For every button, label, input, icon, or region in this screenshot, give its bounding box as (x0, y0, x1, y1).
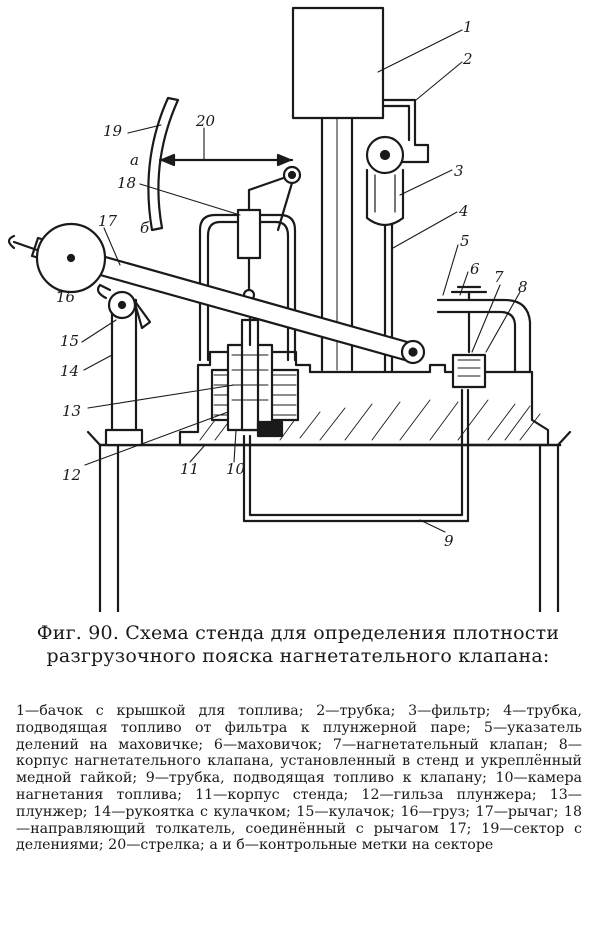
label-7: 7 (494, 268, 504, 286)
label-18: 18 (117, 174, 136, 192)
label-mark-a: а (130, 151, 139, 169)
label-20: 20 (195, 112, 216, 130)
graduated-sector (147, 96, 180, 232)
guide-pusher (236, 188, 262, 302)
label-mark-b: б (140, 219, 150, 237)
handle-with-cam (96, 283, 152, 447)
filter (365, 135, 405, 227)
tube-9 (248, 388, 464, 517)
label-14: 14 (60, 362, 79, 380)
label-11: 11 (180, 460, 199, 478)
pressure-chamber (256, 420, 284, 438)
label-8: 8 (518, 278, 528, 296)
pointer-linkage (247, 165, 302, 232)
label-19: 19 (103, 122, 123, 140)
label-13: 13 (62, 402, 81, 420)
figure-legend: 1—бачок с крышкой для топлива; 2—трубка;… (16, 703, 582, 854)
callout-labels: 1 2 3 4 5 6 7 8 9 10 11 12 13 14 15 16 1… (56, 18, 528, 550)
label-17: 17 (98, 212, 118, 230)
label-15: 15 (60, 332, 79, 350)
label-1: 1 (463, 18, 473, 36)
weight (7, 222, 107, 294)
figure-caption: Фиг. 90. Схема стенда для определения пл… (36, 622, 560, 667)
label-6: 6 (470, 260, 480, 278)
stand-legs (86, 430, 572, 612)
label-3: 3 (454, 162, 464, 180)
plunger-pair (226, 298, 274, 432)
legend-text: 1—бачок с крышкой для топлива; 2—трубка;… (16, 703, 582, 854)
label-10: 10 (226, 460, 246, 478)
tube-2 (370, 98, 430, 164)
label-12: 12 (62, 466, 81, 484)
label-2: 2 (462, 50, 473, 68)
label-16: 16 (56, 288, 76, 306)
label-9: 9 (444, 532, 454, 550)
pointer-arrow (158, 153, 294, 167)
lever (30, 236, 426, 365)
label-5: 5 (460, 232, 470, 250)
test-stand-diagram: 1 2 3 4 5 6 7 8 9 10 11 12 13 14 15 16 1… (7, 6, 572, 612)
stand-body (98, 350, 562, 447)
label-4: 4 (458, 202, 469, 220)
valve-assembly (436, 285, 532, 389)
fuel-tank (291, 6, 385, 120)
